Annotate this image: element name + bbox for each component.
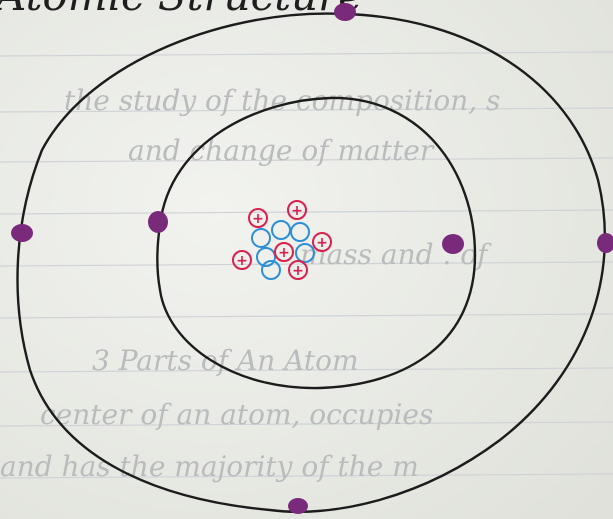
neutron: [271, 220, 291, 240]
electrons: [11, 3, 613, 514]
proton: [274, 242, 294, 262]
ruled-lines: [0, 51, 613, 479]
proton-sign: +: [292, 263, 304, 279]
electron-inner-left: [148, 211, 168, 233]
faded-notes: the study of the composition, s and chan…: [0, 84, 500, 483]
faded-line-2: and change of matter: [128, 134, 435, 167]
page-title: Atomic Structure: [0, 0, 363, 20]
proton-sign: +: [278, 245, 290, 261]
neutron: [290, 222, 310, 242]
electron-outer-top: [334, 3, 356, 21]
electron-inner-right: [442, 234, 464, 254]
inner-shell: [156, 96, 477, 390]
proton: [288, 260, 308, 280]
nucleus: + + + + + +: [232, 200, 332, 280]
proton-sign: +: [291, 203, 303, 219]
proton: [248, 208, 268, 228]
outer-shell: [16, 12, 607, 513]
proton: [232, 250, 252, 270]
electron-outer-left: [11, 224, 33, 242]
neutron: [256, 247, 276, 267]
protons: [232, 200, 332, 280]
neutron: [251, 228, 271, 248]
neutron: [261, 260, 281, 280]
faded-line-5: center of an atom, occupies: [40, 398, 433, 431]
electron-outer-bottom: [288, 498, 308, 514]
proton-sign: +: [236, 253, 248, 269]
faded-line-4: 3 Parts of An Atom: [92, 344, 359, 377]
neutron: [295, 243, 315, 263]
faded-line-1: the study of the composition, s: [64, 84, 500, 117]
proton: [287, 200, 307, 220]
proton: [312, 232, 332, 252]
faded-line-6: and has the majority of the m: [0, 450, 419, 483]
proton-sign: +: [316, 235, 328, 251]
proton-sign: +: [252, 211, 264, 227]
neutrons: [251, 220, 315, 280]
electron-outer-right: [597, 233, 613, 253]
